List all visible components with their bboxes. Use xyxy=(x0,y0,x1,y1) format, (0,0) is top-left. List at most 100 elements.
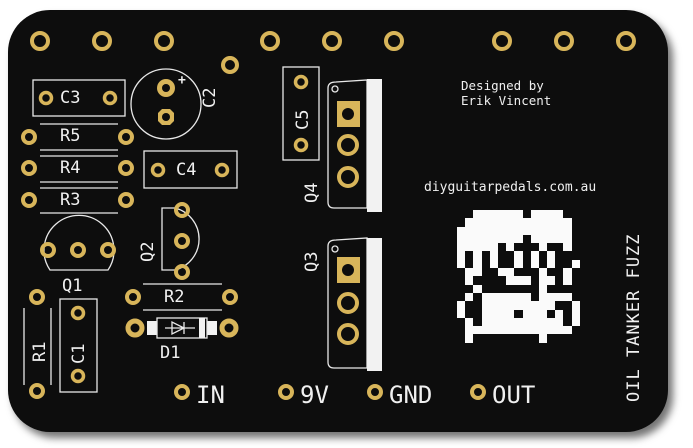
pixel xyxy=(490,285,498,293)
pixel xyxy=(563,234,572,244)
pixel xyxy=(530,309,539,318)
pixel xyxy=(563,285,571,293)
pixel xyxy=(531,293,539,301)
pixel xyxy=(547,334,555,342)
pixel xyxy=(563,318,571,326)
pixel xyxy=(465,292,474,302)
pixel xyxy=(481,243,490,252)
pixel xyxy=(482,276,490,284)
pixel xyxy=(563,218,572,227)
label-c5: C5 xyxy=(293,109,313,130)
component-c1 xyxy=(59,298,98,393)
pixel xyxy=(514,226,523,235)
pixel xyxy=(523,251,531,259)
component-r3 xyxy=(21,187,134,214)
pixel xyxy=(530,301,539,310)
pixel xyxy=(523,235,531,243)
pixel xyxy=(490,268,498,276)
pad xyxy=(492,31,512,51)
pixel xyxy=(489,317,498,327)
pad xyxy=(260,31,280,51)
pixel xyxy=(465,301,473,309)
pixel xyxy=(523,243,531,251)
pixel xyxy=(523,210,531,218)
pixel xyxy=(489,259,498,269)
pixel xyxy=(523,334,531,342)
pixel xyxy=(489,243,498,252)
pixel xyxy=(538,226,548,235)
component-q1 xyxy=(40,214,116,271)
pixel xyxy=(538,276,548,285)
pixel xyxy=(514,310,522,318)
pixel xyxy=(538,301,548,310)
pixel xyxy=(531,243,539,251)
pixel xyxy=(514,251,523,260)
pixel xyxy=(547,292,556,302)
pad xyxy=(322,31,342,51)
pixel xyxy=(506,334,514,342)
pixel xyxy=(506,226,515,235)
pixel xyxy=(555,334,563,342)
pixel xyxy=(506,234,515,244)
pixel xyxy=(497,234,507,244)
pixel xyxy=(497,326,507,335)
pixel xyxy=(572,268,580,276)
pixel xyxy=(530,226,539,235)
pixel xyxy=(563,326,572,335)
pixel xyxy=(572,227,580,235)
pixel xyxy=(481,301,490,310)
pixel xyxy=(457,234,466,244)
pixel xyxy=(530,218,539,227)
pixel xyxy=(514,326,523,335)
pixel xyxy=(465,226,474,235)
pixel xyxy=(522,218,531,227)
credit-line-2: Erik Vincent xyxy=(461,93,552,108)
connector-gnd-label: GND xyxy=(389,381,433,409)
pad xyxy=(554,31,574,51)
pixel xyxy=(572,276,580,284)
pixel xyxy=(531,334,539,342)
pixel xyxy=(514,234,523,244)
pixel xyxy=(489,251,498,260)
pixel xyxy=(465,218,474,227)
component-d1 xyxy=(125,317,239,339)
pixel xyxy=(531,268,539,276)
pixel xyxy=(522,276,531,285)
pixel xyxy=(497,301,507,310)
connector-pads xyxy=(174,384,486,400)
pixel xyxy=(465,334,474,343)
board-title: OIL TANKER FUZZ xyxy=(624,233,644,402)
pixel xyxy=(489,326,498,335)
pixel xyxy=(506,218,515,227)
pixel xyxy=(547,226,556,235)
pixel xyxy=(563,334,571,342)
pixel xyxy=(547,310,555,318)
pixel xyxy=(555,301,563,309)
pixel xyxy=(522,226,531,235)
pixel xyxy=(547,210,556,219)
pad xyxy=(384,31,404,51)
pixel xyxy=(538,234,548,244)
connector-in-label: IN xyxy=(196,381,225,409)
pixel xyxy=(497,309,507,318)
pixel xyxy=(473,251,482,260)
pixel xyxy=(497,218,507,227)
component-r1 xyxy=(23,289,52,399)
pixel xyxy=(457,268,465,276)
pixel xyxy=(514,210,523,219)
pixel xyxy=(555,309,564,318)
pixel xyxy=(571,259,580,269)
pixel xyxy=(465,260,473,268)
pixel xyxy=(473,218,482,227)
component-r4 xyxy=(21,155,134,183)
pixel xyxy=(489,234,498,244)
pixel xyxy=(482,285,490,293)
pixel xyxy=(481,326,490,335)
label-c4: C4 xyxy=(176,160,197,180)
pixel xyxy=(473,268,482,277)
pixel xyxy=(506,326,515,335)
pixel xyxy=(497,317,507,327)
component-c4 xyxy=(143,150,238,189)
pixel xyxy=(490,334,498,342)
label-r4: R4 xyxy=(60,158,81,178)
